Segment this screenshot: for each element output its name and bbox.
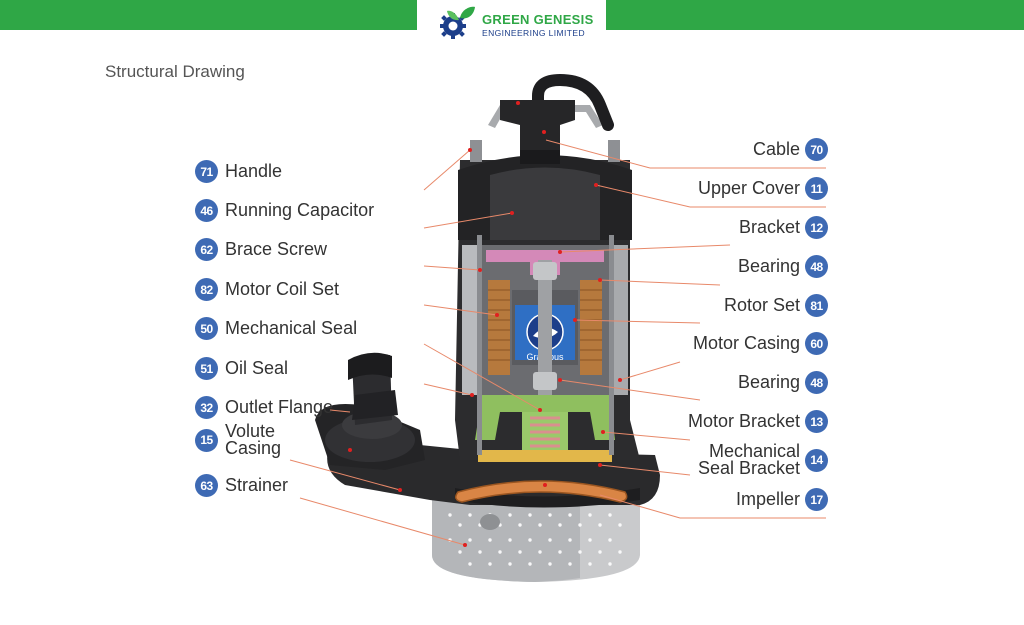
label-cable: Cable 70: [753, 138, 828, 161]
part-number-badge: 62: [195, 238, 218, 261]
label-volute-casing: 15 Volute Casing: [195, 421, 282, 458]
part-name: Cable: [752, 139, 800, 159]
gear-leaf-icon: [440, 6, 475, 39]
part-name: Bracket: [738, 217, 800, 237]
header-bar-left: [0, 0, 417, 30]
label-motor-coil-set: 82 Motor Coil Set: [195, 278, 339, 301]
part-name: Bearing: [737, 372, 800, 392]
part-number-badge: 63: [195, 474, 218, 497]
label-bearing-lower: Bearing 48: [738, 371, 828, 394]
part-number-badge: 17: [805, 488, 828, 511]
header-bar-right: [606, 0, 1024, 30]
label-rotor-set: Rotor Set 81: [724, 294, 828, 317]
label-bracket: Bracket 12: [739, 216, 828, 239]
part-name: Strainer: [225, 475, 289, 495]
label-handle: 71 Handle: [195, 160, 282, 183]
label-mechanical-seal: 50 Mechanical Seal: [195, 317, 357, 340]
part-name-line2: Casing: [225, 438, 282, 458]
part-number-badge: 51: [195, 357, 218, 380]
part-name-line2: Seal Bracket: [697, 458, 800, 478]
part-name: Oil Seal: [225, 358, 289, 378]
part-name: Volute Casing: [225, 421, 282, 458]
part-name: Running Capacitor: [225, 200, 375, 220]
brand-subtitle: ENGINEERING LIMITED: [482, 28, 586, 38]
part-number-badge: 48: [805, 255, 828, 278]
label-bearing-upper: Bearing 48: [738, 255, 828, 278]
page-title: Structural Drawing: [105, 62, 245, 81]
part-name: Rotor Set: [723, 295, 800, 315]
part-name: Impeller: [735, 489, 800, 509]
label-strainer: 63 Strainer: [195, 474, 288, 497]
label-upper-cover: Upper Cover 11: [698, 177, 828, 200]
part-name: Motor Coil Set: [225, 279, 340, 299]
label-oil-seal: 51 Oil Seal: [195, 357, 288, 380]
part-number-badge: 81: [805, 294, 828, 317]
part-name-line1: Volute: [225, 421, 276, 441]
part-number-badge: 70: [805, 138, 828, 161]
part-number-badge: 60: [805, 332, 828, 355]
part-number-badge: 32: [195, 396, 218, 419]
label-mechanical-seal-bracket: Mechanical Seal Bracket 14: [697, 441, 828, 478]
part-name: Outlet Flange: [225, 397, 334, 417]
part-number-badge: 82: [195, 278, 218, 301]
part-name: Mechanical Seal: [225, 318, 358, 338]
part-number-badge: 46: [195, 199, 218, 222]
part-number-badge: 71: [195, 160, 218, 183]
part-number-badge: 11: [805, 177, 828, 200]
label-outlet-flange: 32 Outlet Flange: [195, 396, 333, 419]
label-brace-screw: 62 Brace Screw: [195, 238, 327, 261]
part-name: Bearing: [737, 256, 800, 276]
strainer-shape: [432, 500, 640, 582]
part-number-badge: 50: [195, 317, 218, 340]
label-motor-bracket: Motor Bracket 13: [688, 410, 828, 433]
part-number-badge: 14: [805, 448, 828, 472]
brand-name: GREEN GENESIS: [482, 12, 594, 27]
part-name: Mechanical Seal Bracket: [697, 441, 800, 478]
label-motor-casing: Motor Casing 60: [693, 332, 828, 355]
part-number-badge: 15: [195, 428, 218, 452]
brand-logo: GREEN GENESIS ENGINEERING LIMITED: [438, 4, 608, 44]
part-number-badge: 12: [805, 216, 828, 239]
part-name: Upper Cover: [697, 178, 800, 198]
part-number-badge: 13: [805, 410, 828, 433]
part-name: Motor Casing: [692, 333, 800, 353]
label-running-capacitor: 46 Running Capacitor: [195, 199, 374, 222]
part-name: Handle: [225, 161, 283, 181]
part-name-line1: Mechanical: [708, 441, 800, 461]
part-number-badge: 48: [805, 371, 828, 394]
label-impeller: Impeller 17: [736, 488, 828, 511]
part-name: Brace Screw: [225, 239, 328, 259]
part-name: Motor Bracket: [687, 411, 800, 431]
